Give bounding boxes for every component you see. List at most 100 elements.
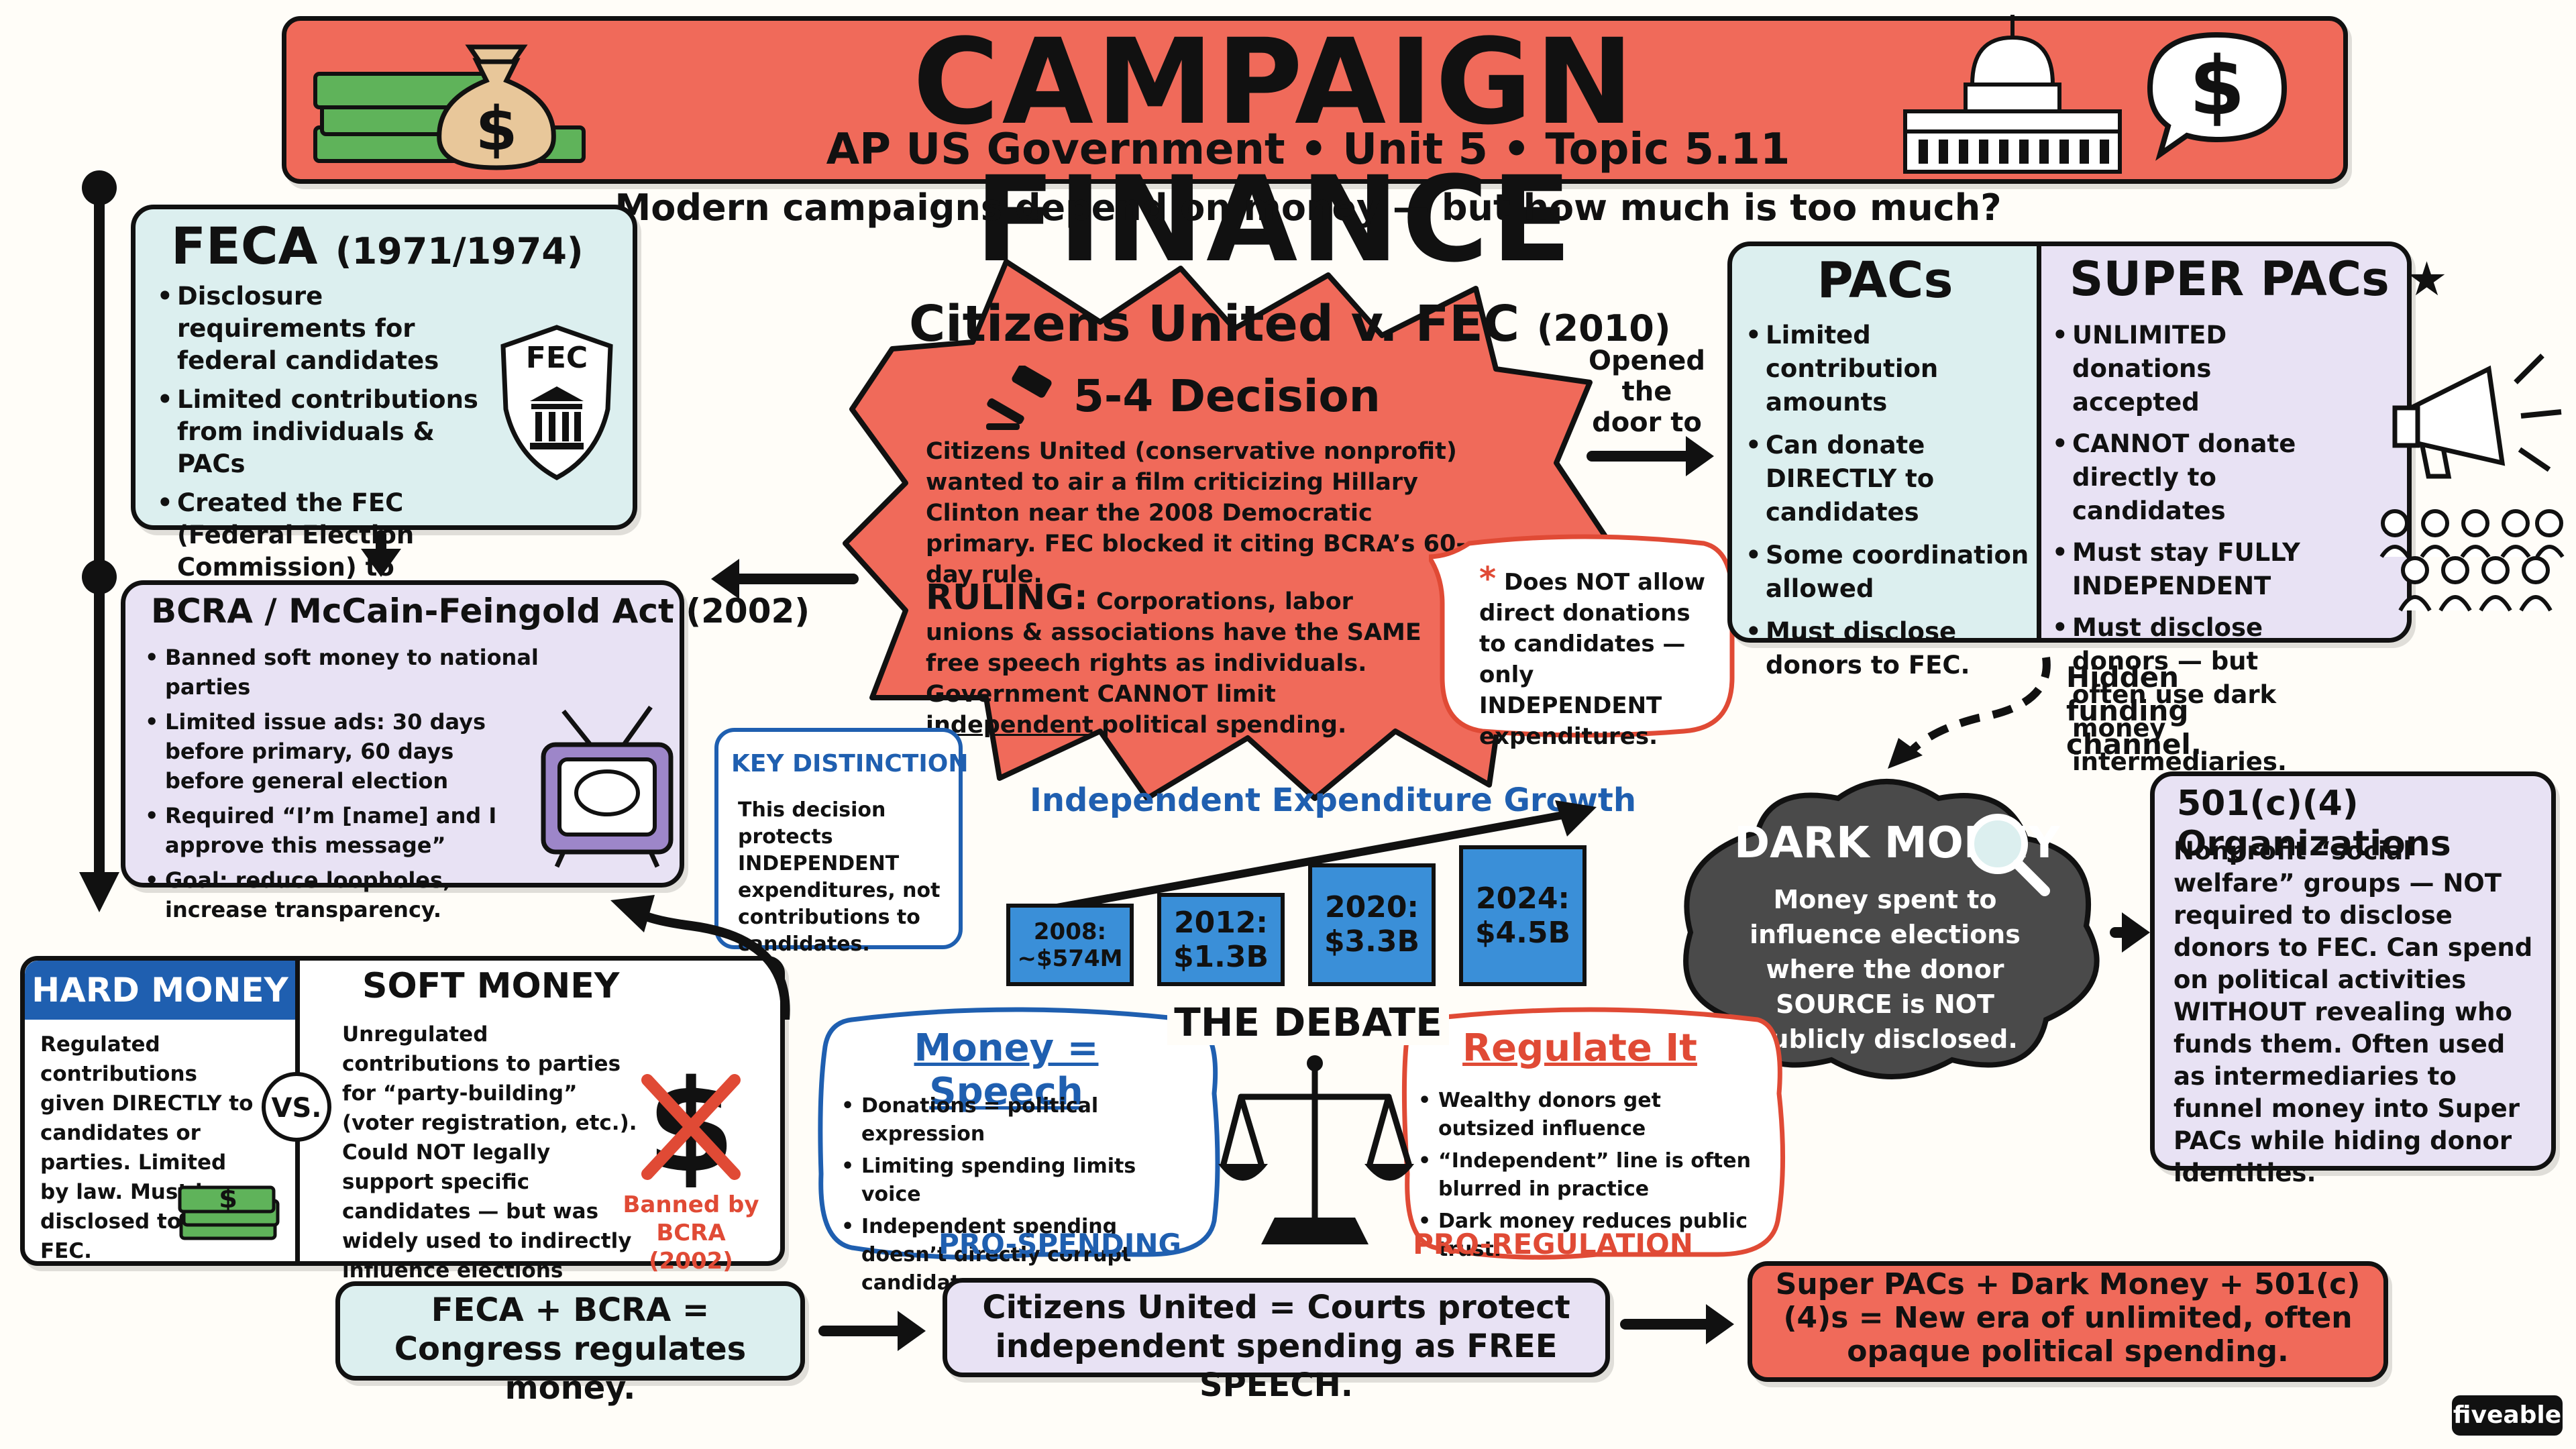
ruling-label: RULING: [926,578,1088,618]
feca-list: Disclosure requirements for federal cand… [154,280,503,616]
fec-badge-label: FEC [525,341,588,375]
key-distinction-text: This decision protects INDEPENDENT expen… [738,798,941,956]
vs-badge: VS. [262,1072,331,1142]
citizens-to-bcra-arrow [711,559,859,599]
tv-icon [537,698,678,872]
magnifier-icon [1959,805,2053,899]
summary-arrow-2 [1620,1304,1734,1344]
debate-right-item: Dark money reduces public trust. [1415,1208,1764,1264]
summary-one-box [335,1281,805,1381]
crowd-icon [2368,503,2569,617]
org501-text: Nonprofit “social welfare” groups — NOT … [2174,837,2533,1187]
dark-money-text: Money spent to influence elections where… [1750,885,2021,1054]
citizens-title-name: Citizens United v. FEC [909,295,1520,353]
note-body: Does NOT allow direct donations to candi… [1479,569,1706,750]
hard-money-title: HARD MONEY [25,961,295,1020]
chart-value-label: $4.5B [1474,916,1571,950]
soft-to-bcra-arrow [590,885,805,1024]
dollar-speech-bubble-icon: $ [2140,27,2294,161]
citizens-summary: Citizens United (conservative nonprofit)… [926,438,1466,588]
feca-item: Limited contributions from individuals &… [154,384,503,480]
org501-title: 501(c)(4) Organizations [2177,784,2451,864]
bcra-item: Banned soft money to national parties [142,643,598,702]
chart-category-label: 2020: [1324,890,1419,925]
pacs-list: Limited contribution amounts Can donate … [1743,319,2031,682]
scales-icon [1214,1050,1415,1251]
debate-left-item: Independent spending doesn’t directly co… [839,1213,1187,1297]
hidden-funding-arrow [1878,651,2073,771]
feca-to-bcra-arrow [361,530,401,577]
ruling-text-c: political spending. [1102,712,1347,739]
citizens-title: Citizens United v. FEC (2010) [909,295,1671,353]
pacs-title: PACs [1817,252,1953,309]
debate-right-list: Wealthy donors get outsized influence “I… [1415,1087,1764,1264]
debate-left-item: Limiting spending limits voice [839,1152,1187,1209]
capitol-icon [1892,11,2133,178]
debate-right-item: “Independent” line is often blurred in p… [1415,1147,1764,1203]
debate-right-footer: PRO-REGULATION [1413,1228,1693,1260]
hard-money-text: Regulated contributions given DIRECTLY t… [40,1032,254,1263]
super-pacs-item: UNLIMITED donations accepted [2049,319,2358,419]
debate-title: THE DEBATE [1167,1000,1449,1045]
bcra-item: Required “I’m [name] and I approve this … [142,801,598,860]
megaphone-icon [2388,342,2569,496]
tagline: Modern campaigns depend on money — but h… [614,186,2002,229]
note-text: * Does NOT allow direct donations to can… [1479,563,1707,752]
citizens-to-pacs-arrow [1587,436,1714,476]
summary-two-text: Citizens United = Courts protect indepen… [982,1289,1570,1404]
timeline-line [94,181,105,879]
key-distinction-title: KEY DISTINCTION [731,750,969,777]
money-bag-symbol: $ [475,94,518,164]
bcra-item: Goal: reduce loopholes, increase transpa… [142,865,598,924]
note-star-icon: * [1479,560,1497,598]
summary-arrow-1 [818,1311,926,1351]
page-subtitle: AP US Government • Unit 5 • Topic 5.11 [826,125,1790,174]
chart-bar: 2012:$1.3B [1157,893,1285,986]
super-pacs-item: Must disclose donors — but often use dar… [2049,611,2358,779]
ruling-text-a: Corporations, labor unions & association… [926,588,1421,708]
opened-door-label: Opened the door to [1588,345,1705,438]
summary-three-box [1748,1261,2388,1382]
feca-title-years: (1971/1974) [335,230,584,272]
pacs-item: Some coordination allowed [1743,539,2031,606]
soft-money-title: SOFT MONEY [362,966,620,1006]
chart-category-label: 2008: [1033,918,1107,945]
org501-box [2150,771,2556,1171]
pacs-item: Must disclose donors to FEC. [1743,615,2031,682]
citizens-decision: 5-4 Decision [1073,370,1381,422]
soft-money-text: Unregulated contributions to parties for… [342,1022,637,1312]
super-pacs-list: UNLIMITED donations accepted CANNOT dona… [2049,319,2358,779]
timeline-dot-mid [82,559,117,594]
banned-by-bcra-label: Banned by BCRA (2002) [623,1191,759,1275]
star-icon: ★ [2406,252,2448,307]
chart-category-label: 2024: [1475,881,1570,916]
debate-right-title: Regulate It [1462,1026,1697,1070]
debate-left-list: Donations = political expression Limitin… [839,1092,1187,1297]
timeline-dot-top [82,170,117,205]
chart-value-label: $1.3B [1173,939,1269,974]
note-bubble [1424,530,1737,738]
chart-category-label: 2012: [1173,905,1269,940]
bubble-dollar-symbol: $ [2189,40,2245,133]
feca-item: Disclosure requirements for federal cand… [154,280,503,377]
super-pacs-title: SUPER PACs ★ [2070,252,2448,307]
dark-to-501-arrow [2110,912,2150,953]
super-pacs-item: CANNOT donate directly to candidates [2049,427,2358,528]
fec-shield-icon: FEC [496,322,617,483]
debate-right-item: Wealthy donors get outsized influence [1415,1087,1764,1143]
debate-left-footer: PRO-SPENDING [938,1228,1182,1260]
chart-bar: 2020:$3.3B [1308,863,1436,986]
summary-two-box [943,1278,1610,1377]
super-pacs-title-text: SUPER PACs [2070,252,2390,307]
key-distinction-box [714,728,963,949]
summary-three-text: Super PACs + Dark Money + 501(c)(4)s = N… [1775,1267,2361,1368]
citizens-ruling: RULING: Corporations, labor unions & ass… [926,580,1436,741]
bcra-list: Banned soft money to national parties Li… [142,643,598,924]
banned-dollar-icon: $ [634,1053,748,1201]
cash-stack-icon: $ [174,1181,282,1248]
feca-title-name: FECA [171,216,318,276]
summary-one-text: FECA + BCRA = Congress regulates money. [394,1291,747,1407]
gavel-icon [986,364,1060,433]
chart-bar: 2008:~$574M [1006,904,1134,986]
chart-value-label: ~$574M [1017,945,1123,972]
